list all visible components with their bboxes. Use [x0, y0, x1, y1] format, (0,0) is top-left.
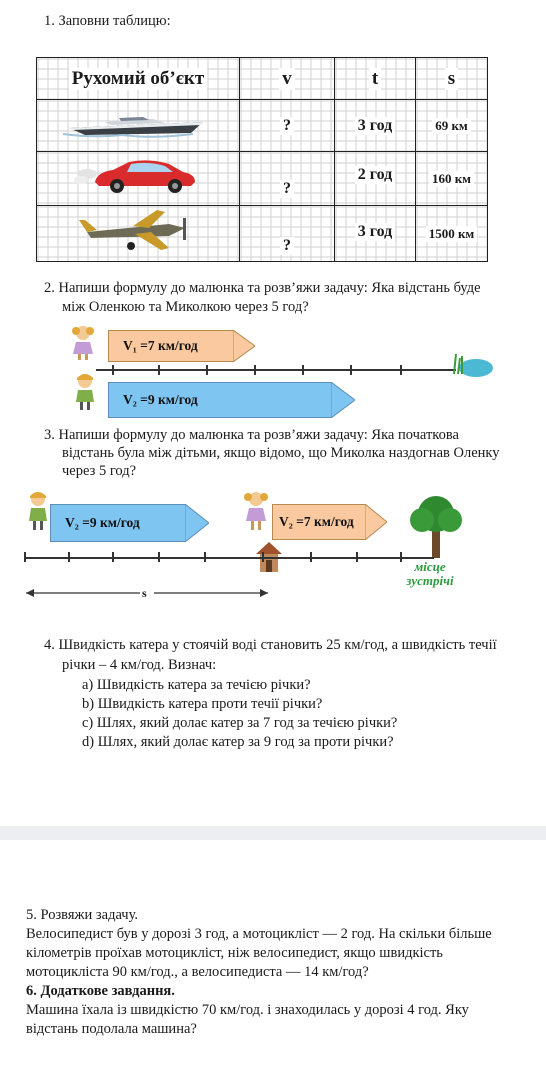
tick: [254, 365, 256, 375]
row2-s: 160 км: [415, 151, 488, 206]
tick: [350, 365, 352, 375]
boy-figure-icon: [29, 492, 47, 530]
tick: [302, 365, 304, 375]
row2-t: 2 год: [334, 151, 416, 206]
velocity-arrow-boy: V₂ =9 км/год: [50, 504, 209, 542]
task4-item-b: b) Швидкість катера проти течії річки?: [82, 696, 323, 712]
motion-table: Рухомий об’єкт v t s ? 3 год 69 км: [36, 57, 488, 262]
task1-title: 1. Заповни таблицю:: [44, 13, 171, 29]
row1-s: 69 км: [415, 99, 488, 152]
pond-icon: [453, 353, 493, 377]
velocity-arrow-boy: V₂ =9 км/год: [108, 382, 355, 418]
task6-line1: Машина їхала із швидкістю 70 км/год. і з…: [26, 1002, 469, 1018]
tick: [356, 552, 358, 562]
tick: [158, 365, 160, 375]
task2-line2: між Оленкою та Миколкою через 5 год?: [62, 299, 309, 315]
distance-bracket: [26, 587, 268, 599]
task4-item-d: d) Шлях, який долає катер за 9 год за пр…: [82, 734, 394, 750]
row3-v: ?: [239, 205, 335, 262]
task4-line2: річки – 4 км/год. Визнач:: [62, 657, 217, 673]
tick: [310, 552, 312, 562]
velocity-arrow-girl: V₂ =7 км/год: [272, 504, 387, 540]
header-v: v: [239, 57, 335, 100]
row1-t: 3 год: [334, 99, 416, 152]
row2-v: ?: [239, 151, 335, 206]
page-divider: [0, 826, 546, 840]
header-t: t: [334, 57, 416, 100]
row3-t: 3 год: [334, 205, 416, 262]
task6-title: 6. Додаткове завдання.: [26, 983, 175, 999]
girl-figure-icon: [72, 326, 94, 360]
tree-icon: [410, 496, 462, 558]
table-row: ? 2 год 160 км: [36, 151, 488, 206]
meeting-place-label-2: зустрічі: [406, 573, 454, 588]
tick: [68, 552, 70, 562]
task5-line3: мотоцикліста 90 км/год., а велосипедиста…: [26, 964, 369, 980]
task2-line1: 2. Напиши формулу до малюнка та розв’яжи…: [44, 280, 481, 296]
tick: [262, 552, 264, 562]
table-row: ? 3 год 1500 км: [36, 205, 488, 262]
tick: [112, 365, 114, 375]
task4-item-c: c) Шлях, який долає катер за 7 год за те…: [82, 715, 398, 731]
distance-line: [96, 369, 456, 371]
velocity-arrow-girl: V₁ =7 км/год: [108, 330, 255, 362]
task4-item-a: a) Швидкість катера за течією річки?: [82, 677, 311, 693]
tick: [204, 552, 206, 562]
tick: [112, 552, 114, 562]
tick: [158, 552, 160, 562]
tick: [206, 365, 208, 375]
task3-line1: 3. Напиши формулу до малюнка та розв’яжи…: [44, 427, 459, 443]
girl-figure-icon: [244, 492, 268, 530]
task3-line2: відстань була між дітьми, якщо відомо, щ…: [62, 445, 500, 461]
row1-v: ?: [239, 99, 335, 152]
task5-line2: кілометрів проїхав мотоцикліст, ніж вело…: [26, 945, 443, 961]
tick: [24, 552, 26, 562]
header-object: Рухомий об’єкт: [36, 57, 240, 100]
header-s: s: [415, 57, 488, 100]
task4-line1: 4. Швидкість катера у стоячій воді стано…: [44, 637, 497, 653]
boat-image: [36, 99, 240, 152]
distance-label: s: [142, 586, 147, 600]
table-row: ? 3 год 69 км: [36, 99, 488, 152]
task5-title: 5. Розвяжи задачу.: [26, 907, 139, 923]
task3-line3: через 5 год?: [62, 463, 137, 479]
row3-s: 1500 км: [415, 205, 488, 262]
boy-figure-icon: [76, 374, 94, 410]
car-image: [36, 151, 240, 206]
tick: [400, 365, 402, 375]
distance-line: [24, 557, 434, 559]
plane-image: [36, 205, 240, 262]
tick: [400, 552, 402, 562]
task6-line2: відстань подолала машина?: [26, 1021, 197, 1037]
task5-line1: Велосипедист був у дорозі 3 год, а мотоц…: [26, 926, 492, 942]
meeting-place-label: місце: [414, 559, 446, 574]
